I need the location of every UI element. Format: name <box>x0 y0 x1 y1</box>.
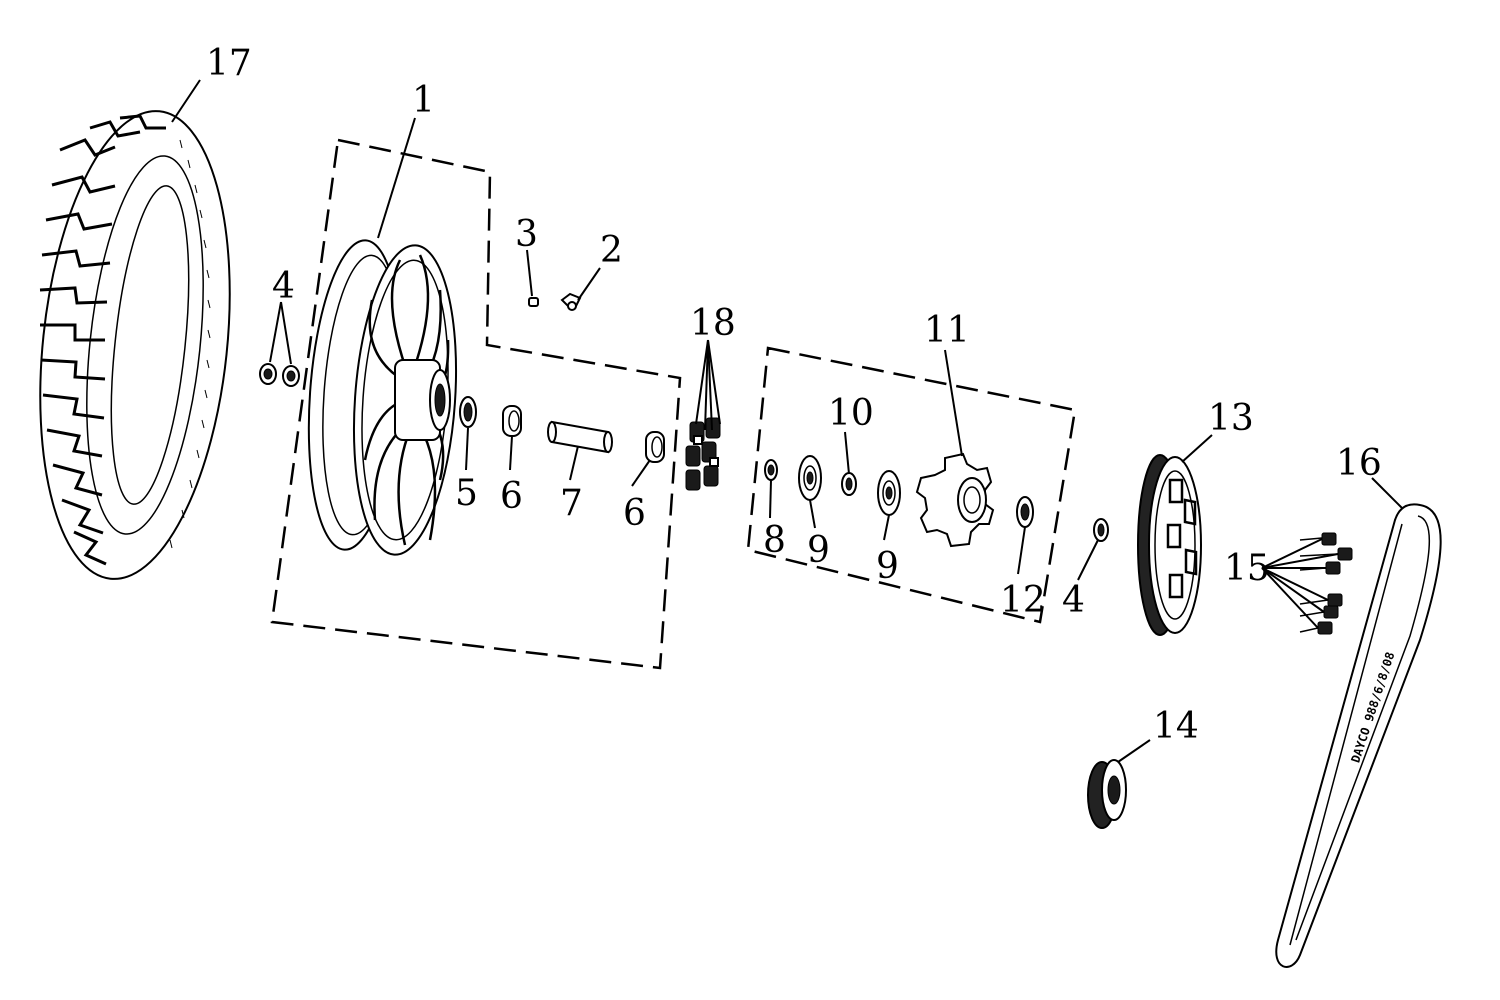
bolts-part-15[interactable] <box>1299 532 1353 635</box>
callout-13: 13 <box>1208 398 1254 439</box>
callout-14: 14 <box>1153 706 1199 747</box>
callout-4-right: 4 <box>1062 580 1085 621</box>
valve-part-3[interactable] <box>528 297 539 307</box>
callout-12: 12 <box>1000 580 1046 621</box>
callout-10: 10 <box>828 393 874 434</box>
spacers-part-4-left[interactable] <box>259 363 300 387</box>
callout-8: 8 <box>763 520 786 561</box>
sprocket-carrier-part-11[interactable] <box>915 452 995 548</box>
callout-3: 3 <box>515 214 538 255</box>
callout-17: 17 <box>206 43 252 84</box>
bearing-part-6-left[interactable] <box>502 405 522 437</box>
leader-lines <box>171 79 1403 763</box>
callout-6-right: 6 <box>623 493 646 534</box>
callout-2: 2 <box>600 230 623 271</box>
callout-9-right: 9 <box>876 546 899 587</box>
damper-set-part-18[interactable] <box>685 417 721 491</box>
valve-fitting-part-2[interactable] <box>560 292 582 311</box>
callout-11: 11 <box>924 310 970 351</box>
callout-1: 1 <box>412 80 435 121</box>
seal-part-5[interactable] <box>459 396 477 428</box>
wheel-rim-part-1[interactable] <box>299 237 465 558</box>
spacer-part-8[interactable] <box>764 459 778 481</box>
callout-labels: 17 1 3 2 4 18 11 10 13 16 5 6 7 6 8 9 9 … <box>206 43 1382 747</box>
tire-part-17[interactable] <box>19 102 251 589</box>
callout-16: 16 <box>1336 443 1382 484</box>
rear-pulley-part-13[interactable] <box>1137 454 1202 636</box>
spacer-part-10[interactable] <box>841 472 857 496</box>
callout-6-left: 6 <box>500 476 523 517</box>
bearing-part-6-right[interactable] <box>645 431 665 463</box>
wheel-assembly-group-box <box>270 138 682 670</box>
bearing-part-9-right[interactable] <box>877 470 901 516</box>
callout-9-left: 9 <box>807 530 830 571</box>
callout-18: 18 <box>690 303 736 344</box>
seal-part-12[interactable] <box>1016 496 1034 528</box>
bearing-part-9-left[interactable] <box>798 455 822 501</box>
front-pulley-part-14[interactable] <box>1087 759 1127 829</box>
callout-4-left: 4 <box>272 266 295 307</box>
spacer-tube-part-7[interactable] <box>547 420 613 454</box>
spacer-part-4-right[interactable] <box>1093 518 1109 542</box>
drive-belt-part-16[interactable]: DAYCO 988/6/8/08 <box>1275 503 1442 968</box>
callout-15: 15 <box>1224 548 1270 589</box>
callout-7: 7 <box>560 483 583 524</box>
callout-5: 5 <box>455 473 478 514</box>
hub-assembly-group-box <box>746 346 1077 624</box>
